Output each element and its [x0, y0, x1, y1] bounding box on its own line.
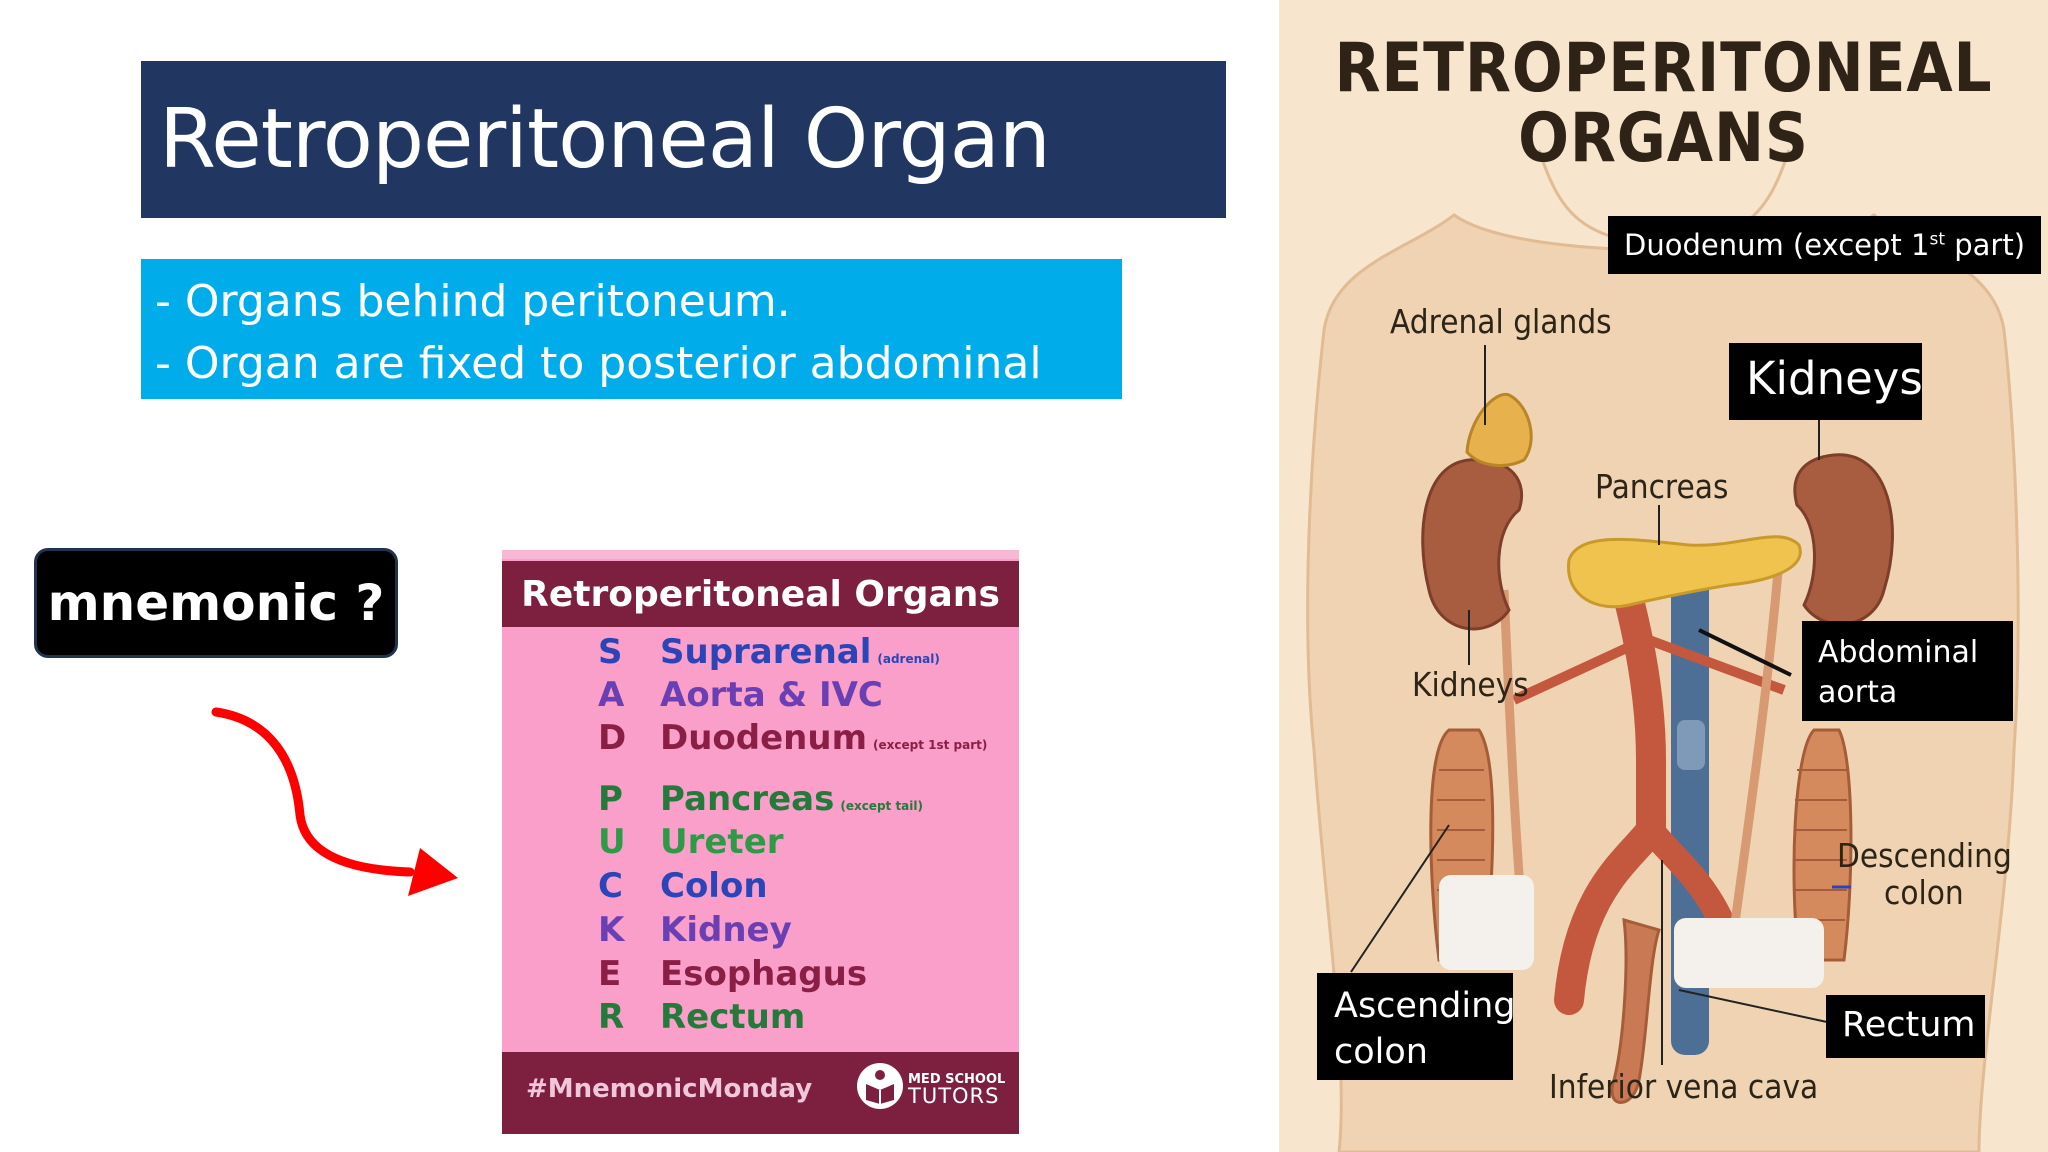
mnemonic-row: E Esophagus: [502, 952, 1019, 996]
mnemonic-word-text: Pancreas: [660, 779, 835, 819]
slide-title: Retroperitoneal Organ: [141, 61, 1226, 218]
mnemonic-word: Pancreas (except tail): [660, 777, 923, 828]
label-adrenal-glands: Adrenal glands: [1390, 302, 1612, 341]
label-box-abdominal-aorta: Abdominal aorta: [1802, 621, 2013, 721]
mnemonic-row: C Colon: [502, 864, 1019, 908]
mnemonic-letter: R: [598, 997, 625, 1037]
label-box-rectum: Rectum: [1826, 995, 1985, 1058]
mnemonic-word-text: Suprarenal: [660, 632, 872, 672]
mnemonic-card: Retroperitoneal Organs S Suprarenal (adren…: [502, 550, 1019, 1134]
curved-arrow-icon: [211, 707, 458, 896]
mnemonic-row: S Suprarenal (adrenal): [502, 630, 1019, 674]
torso-organs-illustration: [1306, 149, 2020, 1152]
ascending-line-2: colon: [1334, 1032, 1428, 1072]
illustration-title: RETROPERITONEAL ORGANS: [1325, 34, 2002, 174]
mnemonic-word: Ureter: [660, 820, 784, 864]
label-descending-colon-2: colon: [1884, 873, 1964, 912]
duodenum-text: Duodenum (except 1: [1624, 228, 1930, 262]
mnemonic-word: Rectum: [660, 995, 805, 1039]
mnemonic-letter: D: [598, 718, 627, 758]
logo-text-bottom: TUTORS: [908, 1084, 1000, 1108]
definition-line-1: - Organs behind peritoneum.: [155, 276, 791, 327]
duodenum-text-end: part): [1945, 228, 2026, 262]
mnemonic-word: Esophagus: [660, 952, 867, 996]
hashtag: #MnemonicMonday: [526, 1074, 813, 1104]
mnemonic-letter: P: [598, 779, 623, 819]
label-box-kidneys: Kidneys: [1729, 343, 1923, 420]
aorta-line-1: Abdominal: [1818, 635, 1979, 670]
mnemonic-row: U Ureter: [502, 820, 1019, 864]
illustration-title-line-1: RETROPERITONEAL: [1334, 29, 1993, 108]
mnemonic-word: Colon: [660, 864, 768, 908]
mnemonic-letter: U: [598, 822, 626, 862]
mnemonic-row: K Kidney: [502, 908, 1019, 952]
mnemonic-word: Aorta & IVC: [660, 673, 883, 717]
mnemonic-row: D Duodenum (except 1st part): [502, 716, 1019, 760]
mnemonic-word-text: Aorta & IVC: [660, 675, 883, 715]
mnemonic-note: (except tail): [840, 799, 923, 813]
definition-box: - Organs behind peritoneum. - Organ are …: [141, 259, 1122, 451]
mnemonic-letter: A: [598, 675, 625, 715]
mnemonic-word-text: Kidney: [660, 910, 792, 950]
mnemonic-word: Duodenum (except 1st part): [660, 716, 987, 767]
label-box-duodenum: Duodenum (except 1st part): [1608, 216, 2041, 274]
mnemonic-letter: E: [598, 954, 622, 994]
mnemonic-word-text: Ureter: [660, 822, 784, 862]
label-pancreas: Pancreas: [1595, 467, 1729, 506]
mnemonic-word-text: Rectum: [660, 997, 806, 1037]
mnemonic-letter: S: [598, 632, 623, 672]
logo-text-top: MED SCHOOL: [908, 1072, 1006, 1087]
label-box-ascending-colon: Ascending colon: [1317, 973, 1516, 1080]
card-top-strip: [502, 550, 1019, 559]
anatomy-illustration: RETROPERITONEAL ORGANS Adrenal glands Pa…: [1279, 0, 2048, 1152]
label-kidneys: Kidneys: [1412, 665, 1529, 704]
mnemonic-note: (adrenal): [877, 652, 940, 666]
card-title: Retroperitoneal Organs: [502, 561, 1019, 627]
label-inferior-vena-cava: Inferior vena cava: [1549, 1067, 1819, 1106]
ascending-line-1: Ascending: [1334, 986, 1516, 1026]
mnemonic-word-text: Duodenum: [660, 718, 868, 758]
mnemonic-word: Suprarenal (adrenal): [660, 630, 940, 681]
mnemonic-row: P Pancreas (except tail): [502, 777, 1019, 821]
mnemonic-word: Kidney: [660, 908, 792, 952]
mnemonic-word-text: Colon: [660, 866, 768, 906]
label-descending-colon-1: Descending: [1837, 836, 2012, 875]
definition-line-2: - Organ are fixed to posterior abdominal…: [155, 338, 1042, 451]
mnemonic-letter: K: [598, 910, 625, 950]
med-school-tutors-logo-icon: [857, 1063, 903, 1109]
mnemonic-row: A Aorta & IVC: [502, 673, 1019, 717]
illustration-title-line-2: ORGANS: [1518, 99, 1809, 178]
card-footer: #MnemonicMonday MED SCHOOL TUTORS: [502, 1052, 1019, 1134]
mnemonic-row: R Rectum: [502, 995, 1019, 1039]
mnemonic-note: (except 1st part): [873, 738, 988, 752]
aorta-line-2: aorta: [1818, 675, 1898, 710]
mnemonic-letter: C: [598, 866, 623, 906]
mnemonic-word-text: Esophagus: [660, 954, 868, 994]
mnemonic-button[interactable]: mnemonic ?: [34, 548, 398, 658]
duodenum-superscript: st: [1929, 229, 1945, 250]
